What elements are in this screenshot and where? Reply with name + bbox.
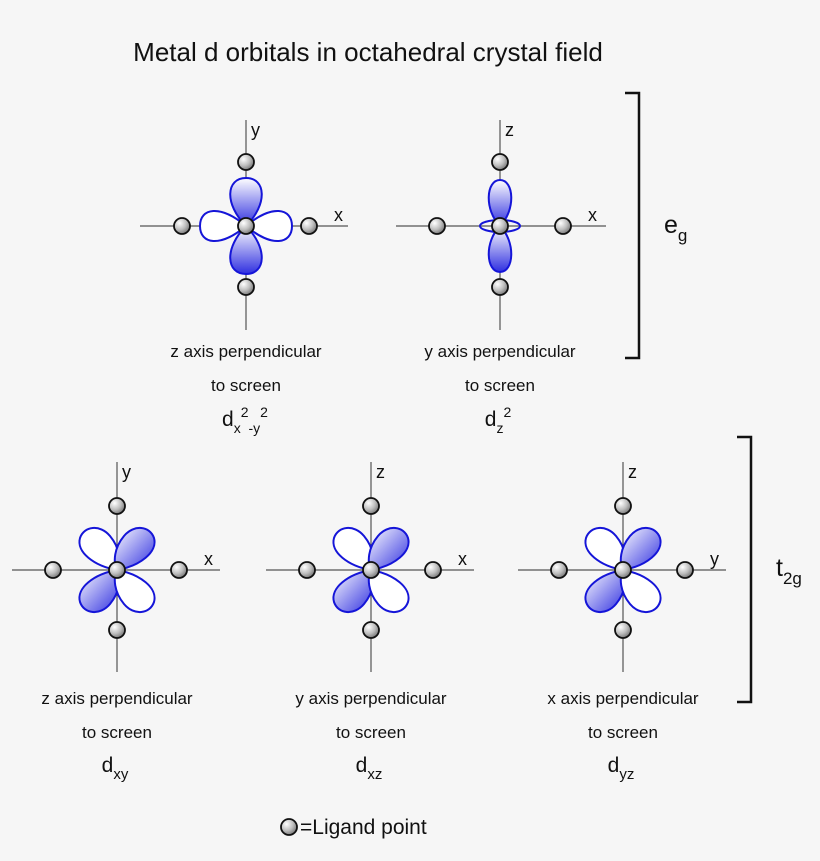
lobe-lower-right [619,568,662,613]
ligand-sphere-icon [424,561,442,579]
ligand-sphere-icon [298,561,316,579]
ligand-points [44,497,188,639]
caption-line-2: to screen [82,723,152,742]
ligand-sphere-icon [108,497,126,515]
metal-center-icon [237,217,255,235]
axis-label-vertical: y [251,120,260,140]
axis-label-horizontal: x [458,549,467,569]
ligand-points [298,497,442,639]
lobe-right [244,210,294,242]
axis-label-vertical: z [376,462,385,482]
ligand-sphere-icon [108,621,126,639]
page-title: Metal d orbitals in octahedral crystal f… [133,37,603,67]
orbital-symbol: dx2-y2 [222,404,268,436]
orbital-panel-dxz: x z y axis perpendicular to screen dxz [266,462,474,783]
axis-label-horizontal: y [710,549,719,569]
lobe-lower-right [367,568,410,613]
lobe-top [229,176,263,228]
orbital-panel-dyz: y z x axis perpendicular to screen dyz [518,462,726,783]
caption-line-1: z axis perpendicular [170,342,322,361]
caption-line-2: to screen [211,376,281,395]
caption-line-2: to screen [336,723,406,742]
ligand-points [428,153,572,296]
eg-label: eg [664,211,687,245]
t2g-bracket [737,435,753,704]
axis-label-vertical: y [122,462,131,482]
axis-label-vertical: z [628,462,637,482]
lobe-lower-right [113,568,156,613]
lobe-upper-right [367,527,410,572]
ligand-points [173,153,318,296]
metal-center-icon [614,561,632,579]
caption-line-1: y axis perpendicular [295,689,447,708]
ligand-sphere-icon [550,561,568,579]
caption-line-2: to screen [465,376,535,395]
legend: =Ligand point [280,816,427,839]
ligand-sphere-icon [237,153,255,171]
ligand-sphere-icon [280,818,298,836]
metal-center-icon [362,561,380,579]
orbital-lobes [584,527,662,613]
orbital-lobes [332,527,410,613]
lobe-left [198,210,248,242]
lobe-upper-right [619,527,662,572]
orbital-symbol: dyz [608,754,635,783]
ligand-sphere-icon [614,497,632,515]
axis-label-horizontal: x [334,205,343,225]
ligand-sphere-icon [173,217,191,235]
ligand-sphere-icon [491,153,509,171]
ligand-sphere-icon [676,561,694,579]
ligand-sphere-icon [491,278,509,296]
ligand-sphere-icon [428,217,446,235]
t2g-label: t2g [776,554,802,588]
lobe-bottom [487,224,513,274]
ligand-sphere-icon [44,561,62,579]
axis-label-horizontal: x [204,549,213,569]
ligand-sphere-icon [614,621,632,639]
lobe-top [487,178,513,228]
caption-line-1: y axis perpendicular [424,342,576,361]
orbital-panel-dxy: x y z axis perpendicular to screen dxy [12,462,220,783]
ligand-sphere-icon [362,621,380,639]
orbital-symbol: dxy [102,754,129,783]
ligand-sphere-icon [300,217,318,235]
orbital-panel-dz2: x z y axis perpendicular to screen dz2 [396,120,606,436]
lobe-upper-right [113,527,156,572]
caption-line-1: z axis perpendicular [41,689,193,708]
ligand-sphere-icon [237,278,255,296]
ligand-sphere-icon [170,561,188,579]
eg-bracket [625,91,641,360]
orbital-lobes [479,178,521,274]
orbital-lobes [78,527,156,613]
caption-line-1: x axis perpendicular [547,689,699,708]
lobe-bottom [229,224,263,276]
legend-text: =Ligand point [300,816,427,839]
axis-label-vertical: z [505,120,514,140]
orbital-symbol: dz2 [485,404,512,436]
ligand-sphere-icon [362,497,380,515]
metal-center-icon [491,217,509,235]
orbital-panel-dx2-y2: x y z axis perpendicular to screen dx2-y… [140,120,348,436]
axis-label-horizontal: x [588,205,597,225]
orbital-symbol: dxz [356,754,383,783]
caption-line-2: to screen [588,723,658,742]
metal-center-icon [108,561,126,579]
orbital-lobes [198,176,294,276]
ligand-sphere-icon [554,217,572,235]
ligand-points [550,497,694,639]
